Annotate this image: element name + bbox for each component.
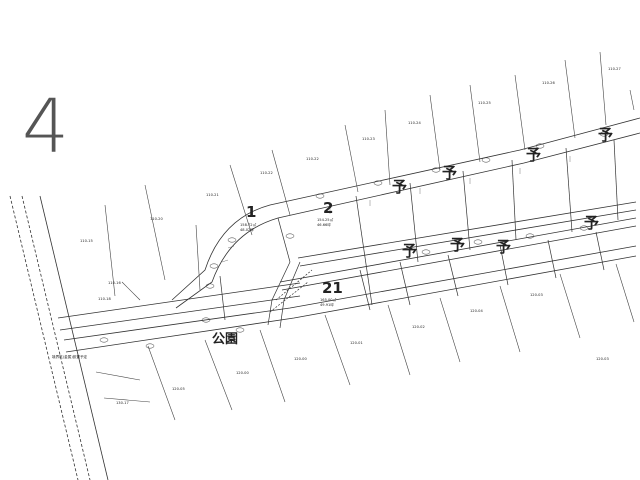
reserved-lot: 予 [402, 242, 417, 260]
parcel-label: 110-27 [608, 67, 621, 71]
lot-area: 154.25㎡ [317, 217, 334, 222]
survey-marks [99, 131, 609, 349]
parcel-label: 120-00 [236, 371, 249, 375]
lot-area: 165.00㎡ [320, 297, 337, 302]
lot-lines [219, 139, 619, 321]
parcel-label: 110-21 [206, 193, 219, 197]
parcel-label: 110-15 [80, 239, 93, 243]
parcel-label: 120-05 [172, 387, 185, 391]
lot-number: 1 [246, 203, 256, 221]
access-path [267, 261, 313, 329]
parcel-label: 110-22 [260, 171, 273, 175]
reserved-lot: 予 [496, 238, 511, 256]
parcel-label: 120-03 [530, 293, 543, 297]
parcel-label: 110-23 [362, 137, 375, 141]
parcel-labels: 110-26 110-27 110-25 110-24 110-23 110-2… [80, 67, 621, 405]
lot-1: 1 158.72㎡ 48.02坪 [240, 203, 257, 232]
reserved-lot: 予 [450, 236, 465, 254]
parcel-label: 120-04 [470, 309, 483, 313]
parcel-label: 110-20 [150, 217, 163, 221]
parcel-label: 110-16 [108, 281, 121, 285]
parcel-label: 110-24 [408, 121, 421, 125]
reserved-lot: 予 [598, 126, 613, 144]
lower-parcel-lines [95, 263, 635, 421]
reserved-lot: 予 [526, 146, 541, 164]
upper-parcel-lines [104, 51, 635, 301]
lot-tsubo: 46.66坪 [317, 222, 331, 227]
sheet-number: 4 [22, 84, 69, 170]
parcel-label: 120-03 [596, 357, 609, 361]
lot-21: 21 165.00㎡ 49.91坪 [320, 279, 343, 307]
reserved-lot: 予 [392, 178, 407, 196]
lot-number: 21 [322, 279, 343, 297]
reserved-lot: 予 [584, 214, 599, 232]
parcel-label: 130-17 [116, 401, 129, 405]
parcel-label: 110-26 [542, 81, 555, 85]
left-note: 境界杭(金属)設置予定 [52, 354, 88, 359]
parcel-label: 120-02 [412, 325, 425, 329]
road-lines [9, 117, 640, 480]
reserved-lots: 予 予 予 予 予 予 予 予 [392, 126, 613, 260]
parcel-label: 120-01 [350, 341, 363, 345]
parcel-label: 110-25 [478, 101, 491, 105]
parcel-label: 110-22 [306, 157, 319, 161]
dimension-marks [221, 156, 571, 263]
park-label: 公園 [212, 331, 238, 347]
lot-2: 2 154.25㎡ 46.66坪 [317, 199, 334, 227]
lot-number: 2 [323, 199, 333, 217]
lot-area: 158.72㎡ [240, 222, 257, 227]
parcel-label: 110-18 [98, 297, 111, 301]
reserved-lot: 予 [442, 164, 457, 182]
parcel-label: 120-00 [294, 357, 307, 361]
lot-tsubo: 48.02坪 [240, 227, 254, 232]
lot-tsubo: 49.91坪 [320, 302, 334, 307]
